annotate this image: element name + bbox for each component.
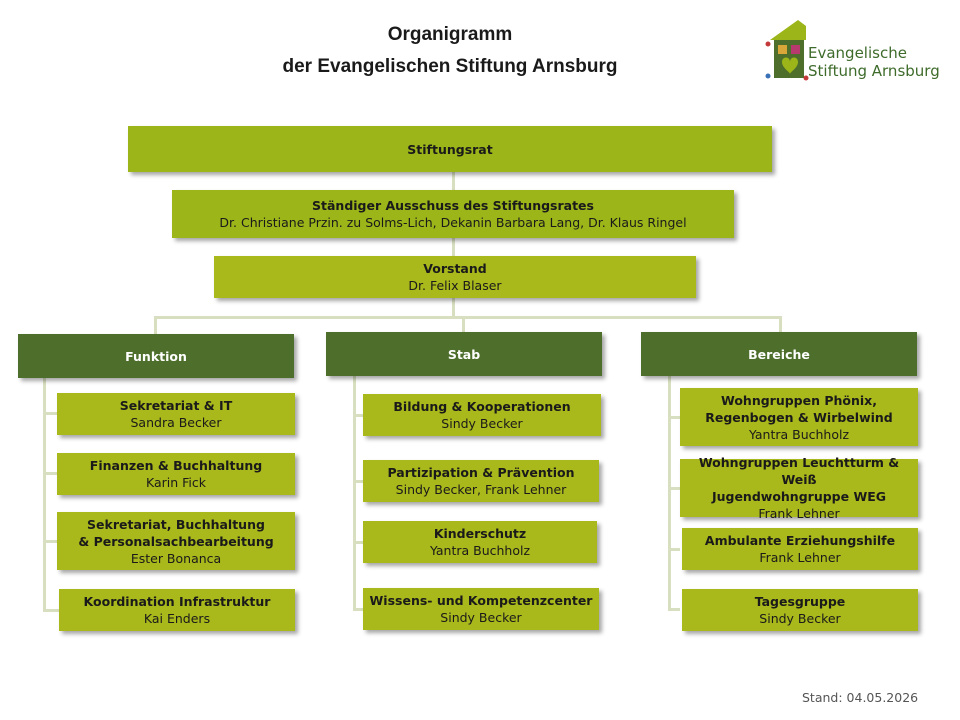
connector-line <box>353 376 356 611</box>
page-subtitle: der Evangelischen Stiftung Arnsburg <box>282 56 618 77</box>
connector-line <box>43 378 46 612</box>
bereiche-item: Wohngruppen Phönix, Regenbogen & Wirbelw… <box>680 388 918 446</box>
vorstand-person: Dr. Felix Blaser <box>408 278 502 293</box>
column-header-stab: Stab <box>326 332 602 376</box>
stiftungsrat-box: Stiftungsrat <box>128 126 772 172</box>
stab-item: Wissens- und Kompetenzcenter Sindy Becke… <box>363 588 599 630</box>
stiftung-logo-icon <box>765 20 809 81</box>
connector-line <box>462 316 465 332</box>
bereiche-item: Wohngruppen Leuchtturm & Weiß Jugendwohn… <box>680 455 918 521</box>
connector-line <box>452 298 455 318</box>
bereiche-item: Ambulante Erziehungshilfe Frank Lehner <box>682 528 918 570</box>
logo-text-line2: Stiftung Arnsburg <box>808 62 940 80</box>
connector-line <box>668 416 680 419</box>
connector-line <box>154 316 157 334</box>
page-title: Organigramm <box>387 24 513 45</box>
connector-line <box>668 376 671 611</box>
stab-item: Partizipation & Prävention Sindy Becker,… <box>363 460 599 502</box>
connector-line <box>668 548 680 551</box>
connector-line <box>668 487 680 490</box>
connector-line <box>43 609 59 612</box>
connector-line <box>353 608 363 611</box>
connector-line <box>353 541 363 544</box>
connector-line <box>779 316 782 332</box>
vorstand-label: Vorstand <box>423 261 487 276</box>
connector-line <box>353 480 363 483</box>
ausschuss-members: Dr. Christiane Przin. zu Solms-Lich, Dek… <box>219 215 687 230</box>
stand-date: Stand: 04.05.2026 <box>802 690 919 705</box>
funktion-item: Finanzen & Buchhaltung Karin Fick <box>57 453 295 495</box>
connector-line <box>353 414 363 417</box>
funktion-item: Sekretariat & IT Sandra Becker <box>57 393 295 435</box>
column-header-funktion: Funktion <box>18 334 294 378</box>
connector-line <box>452 172 455 190</box>
connector-line <box>452 238 455 256</box>
connector-line <box>43 472 57 475</box>
bereiche-item: Tagesgruppe Sindy Becker <box>682 589 918 631</box>
logo-text-line1: Evangelische <box>808 44 907 62</box>
connector-line <box>154 316 780 319</box>
connector-line <box>43 412 57 415</box>
stab-item: Kinderschutz Yantra Buchholz <box>363 521 597 563</box>
stab-item: Bildung & Kooperationen Sindy Becker <box>363 394 601 436</box>
vorstand-box: Vorstand Dr. Felix Blaser <box>214 256 696 298</box>
funktion-item: Koordination Infrastruktur Kai Enders <box>59 589 295 631</box>
ausschuss-box: Ständiger Ausschuss des Stiftungsrates D… <box>172 190 734 238</box>
funktion-item: Sekretariat, Buchhaltung & Personalsachb… <box>57 512 295 570</box>
ausschuss-label: Ständiger Ausschuss des Stiftungsrates <box>312 198 594 213</box>
connector-line <box>43 540 57 543</box>
stiftungsrat-label: Stiftungsrat <box>407 141 493 157</box>
column-header-bereiche: Bereiche <box>641 332 917 376</box>
connector-line <box>668 608 680 611</box>
